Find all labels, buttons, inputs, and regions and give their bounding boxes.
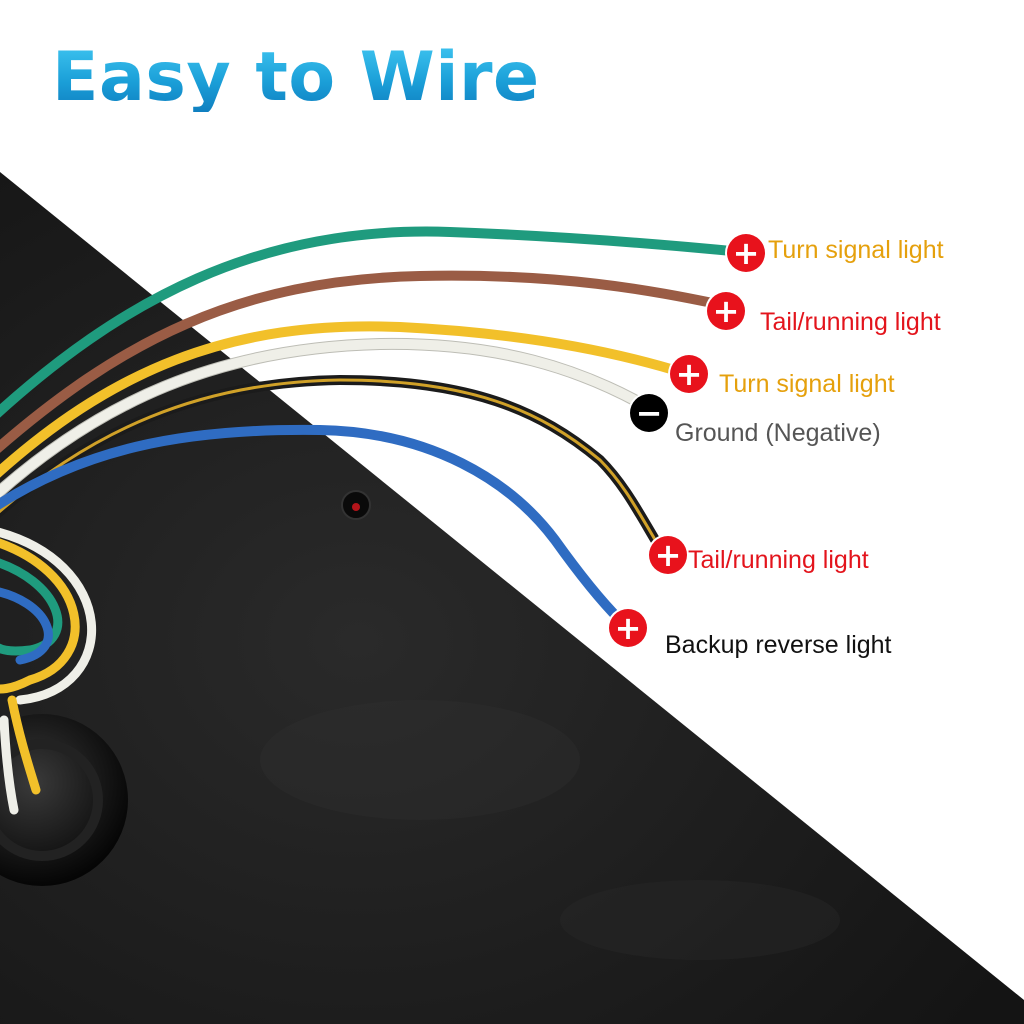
grommet [0,714,128,886]
wire-label-blue: Backup reverse light [665,631,892,659]
bundle-loop [0,528,97,705]
wire-label-white: Ground (Negative) [675,419,881,447]
wire-yellow [0,321,689,478]
wire-label-black: Tail/running light [688,546,869,574]
wire-label-brown: Tail/running light [760,308,941,336]
bundle-loop [0,587,53,665]
plus-icon: + [707,292,745,330]
wire-black-stripe [0,378,662,550]
wire-brown [0,270,727,453]
red-glint [352,503,360,511]
wire-white [0,338,647,498]
wires [0,226,747,625]
wire-label-yellow: Turn signal light [719,370,895,398]
housing-texture [260,700,580,820]
grommet-ring [0,739,103,861]
bundle-loop [0,538,80,694]
plus-icon: + [609,609,647,647]
wire-bundle [0,528,97,815]
plus-icon: + [670,355,708,393]
plus-icon: + [727,234,765,272]
wire-label-green: Turn signal light [768,236,944,264]
bundle-loop [0,715,19,815]
wire-green [0,226,747,418]
minus-icon: − [630,394,668,432]
headline: Easy to Wire [52,38,540,117]
plus-icon: + [649,536,687,574]
wire-blue [0,424,625,625]
housing-texture [560,880,840,960]
bundle-loop [7,695,41,795]
